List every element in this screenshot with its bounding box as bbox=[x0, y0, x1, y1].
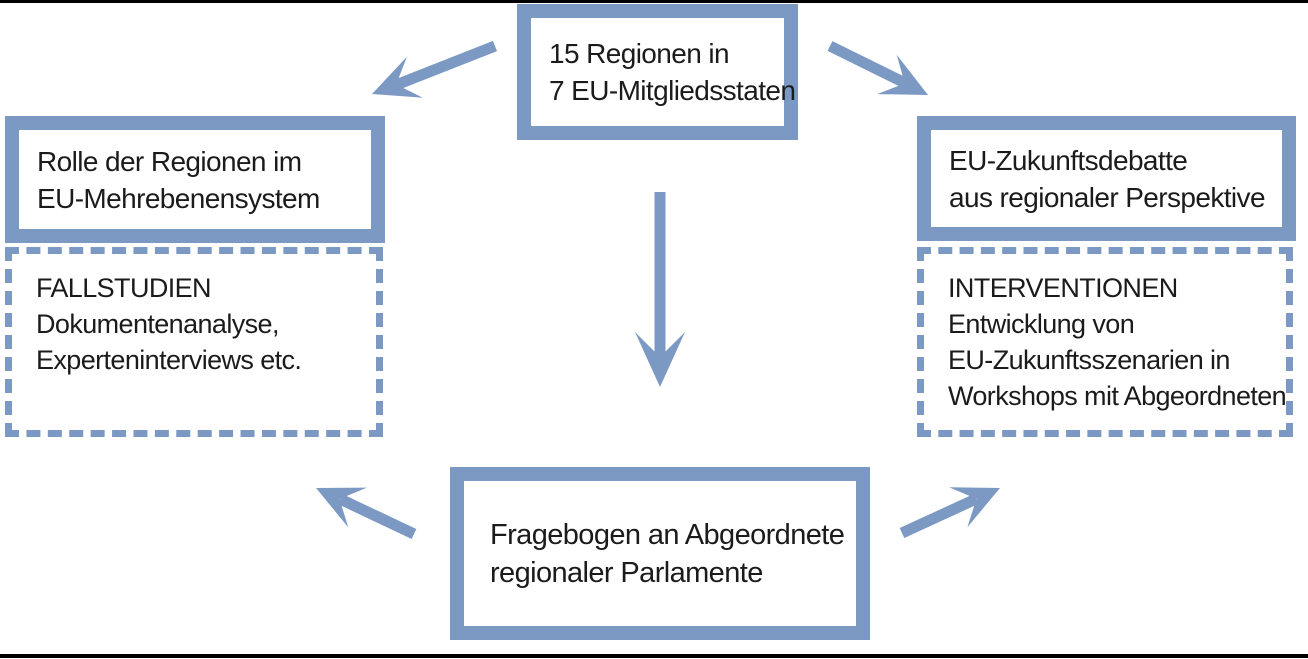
box-text-line: INTERVENTIONEN bbox=[948, 273, 1178, 303]
arrow-down-left-icon bbox=[372, 40, 498, 98]
arrow-up-right-icon bbox=[899, 487, 1000, 538]
box-text-line: aus regionaler Perspektive bbox=[949, 181, 1266, 213]
box-text-line: EU-Zukunftsdebatte bbox=[949, 144, 1188, 176]
bottom-border-line bbox=[0, 654, 1308, 658]
box-text-line: Rolle der Regionen im bbox=[37, 145, 302, 177]
box-text-line: Fragebogen an Abgeordnete bbox=[490, 518, 845, 551]
box-text-line: 7 EU-Mitgliedsstaten bbox=[549, 75, 796, 106]
box-case-studies-methods: FALLSTUDIEN Dokumentenanalyse, Experteni… bbox=[5, 247, 383, 437]
box-text-line: Workshops mit Abgeordneten bbox=[948, 381, 1287, 411]
top-border-line bbox=[0, 0, 1308, 3]
box-text-line: EU-Mehrebenensystem bbox=[37, 182, 320, 214]
box-interventions-methods: INTERVENTIONEN Entwicklung von EU-Zukunf… bbox=[917, 247, 1293, 437]
box-role-of-regions: Rolle der Regionen im EU-Mehrebenensyste… bbox=[5, 116, 385, 243]
box-text-line: Dokumentenanalyse, bbox=[36, 309, 279, 339]
box-text-line: Experteninterviews etc. bbox=[36, 345, 302, 375]
box-text-line: 15 Regionen in bbox=[549, 38, 730, 69]
arrow-up-left-icon bbox=[316, 487, 417, 539]
box-eu-future-debate: EU-Zukunftsdebatte aus regionaler Perspe… bbox=[917, 116, 1296, 241]
box-regions-sample: 15 Regionen in 7 EU-Mitgliedsstaten bbox=[517, 4, 798, 140]
arrow-down-icon bbox=[635, 192, 685, 387]
box-text-line: FALLSTUDIEN bbox=[36, 273, 212, 303]
arrow-down-right-icon bbox=[827, 41, 928, 95]
box-text-line: EU-Zukunftsszenarien in bbox=[948, 345, 1230, 375]
box-text-line: regionaler Parlamente bbox=[490, 556, 763, 589]
box-questionnaire: Fragebogen an Abgeordnete regionaler Par… bbox=[450, 467, 870, 640]
box-text-line: Entwicklung von bbox=[948, 309, 1135, 339]
